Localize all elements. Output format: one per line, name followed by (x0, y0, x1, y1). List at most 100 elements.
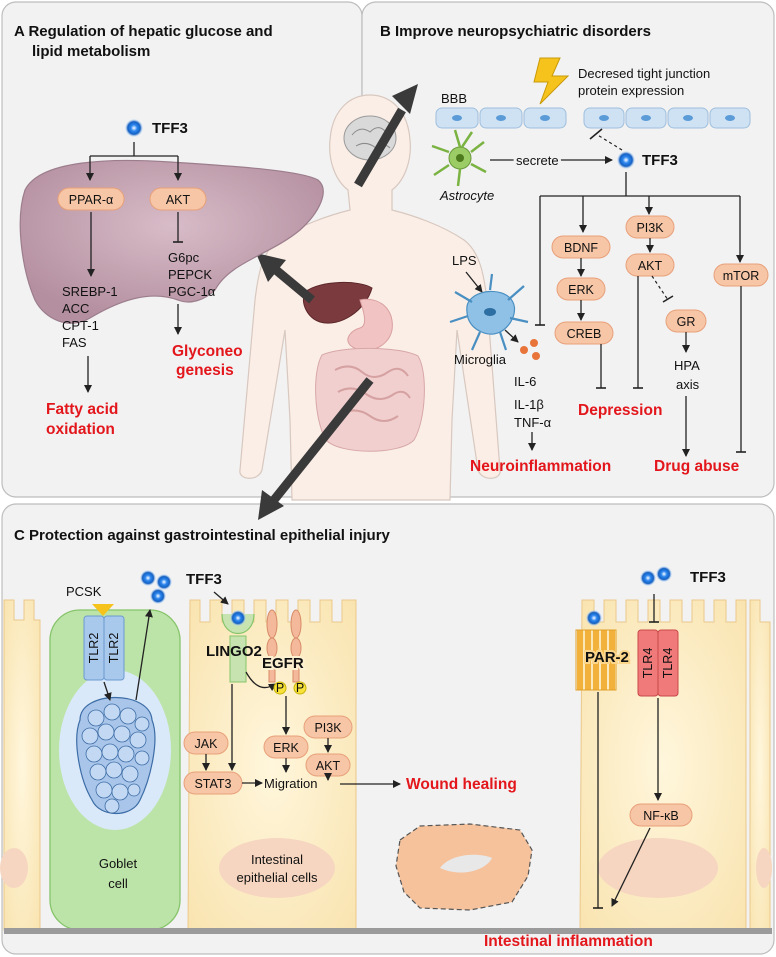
microglia-label: Microglia (454, 352, 507, 367)
panel-c: C Protection against gastrointestinal ep… (0, 527, 772, 950)
stat3-node: STAT3 (183, 771, 243, 795)
nfkb-node: NF-κB (629, 803, 693, 827)
svg-text:CPT-1: CPT-1 (62, 318, 99, 333)
goblet-label-2: cell (108, 876, 128, 891)
svg-text:TLR4: TLR4 (661, 648, 675, 679)
tff3-molecule-icon-b (617, 151, 635, 169)
egfr-receptor: P P (266, 609, 307, 695)
lightning-icon (533, 57, 570, 105)
tff3-right-label: TFF3 (690, 569, 726, 586)
bbb-cells (435, 107, 751, 129)
outcome-intestinal-inflammation: Intestinal inflammation (484, 933, 653, 950)
par2-label: PAR-2 (585, 649, 629, 666)
panel-a-title-line2: lipid metabolism (32, 43, 150, 60)
intestine-icon (315, 347, 425, 452)
cytokine-il1b: IL-1β (514, 397, 544, 412)
goblet-cell: Goblet cell (49, 609, 181, 931)
gr-node: GR (665, 309, 707, 333)
svg-text:FAS: FAS (62, 335, 87, 350)
svg-text:TLR4: TLR4 (641, 648, 655, 679)
svg-text:TLR2: TLR2 (87, 633, 101, 664)
outcome-neuroinflammation: Neuroinflammation (470, 458, 611, 475)
outcome-depression: Depression (578, 402, 662, 419)
cytokine-il6: IL-6 (514, 374, 536, 389)
outcome-fatty-acid-1: Fatty acid (46, 401, 118, 418)
svg-text:ACC: ACC (62, 301, 89, 316)
akt-node-b: AKT (625, 253, 675, 277)
svg-text:TLR2: TLR2 (107, 633, 121, 664)
phospho-badge (273, 681, 287, 695)
creb-node: CREB (554, 321, 614, 345)
outcome-wound-healing: Wound healing (406, 776, 517, 793)
svg-text:PEPCK: PEPCK (168, 267, 212, 282)
tlr2-receptor: TLR2 TLR2 (83, 615, 125, 681)
bdnf-node: BDNF (551, 235, 611, 259)
astrocyte-label: Astrocyte (439, 188, 494, 203)
erk-node-b: ERK (556, 277, 606, 301)
astrocyte-icon (431, 129, 487, 187)
panel-c-title: C Protection against gastrointestinal ep… (14, 527, 391, 544)
svg-text:AKT: AKT (316, 759, 341, 773)
tlr4-receptor: TLR4 TLR4 (637, 629, 679, 697)
hpa-line2: axis (676, 377, 700, 392)
akt-node-c: AKT (305, 753, 351, 777)
erk-node-c: ERK (263, 735, 309, 759)
outcome-gluconeogenesis-1: Glyconeo (172, 343, 243, 360)
pcsk-label: PCSK (66, 584, 102, 599)
tight-junction-line2: protein expression (578, 83, 684, 98)
cytokine-dots (520, 339, 540, 360)
svg-text:G6pc: G6pc (168, 250, 200, 265)
outcome-gluconeogenesis-2: genesis (176, 362, 234, 379)
iec-label-2: epithelial cells (237, 870, 318, 885)
par2-receptor (575, 610, 617, 691)
svg-text:ERK: ERK (273, 741, 299, 755)
lingo2-receptor (221, 610, 255, 683)
outcome-fatty-acid-2: oxidation (46, 421, 115, 438)
svg-text:NF-κB: NF-κB (643, 809, 678, 823)
panel-a-title-line1: A Regulation of hepatic glucose and (14, 23, 273, 40)
tight-junction-line1: Decresed tight junction (578, 66, 710, 81)
tff3-cluster-left (140, 570, 172, 604)
cytokine-tnfa: TNF-α (514, 415, 552, 430)
svg-text:AKT: AKT (638, 259, 663, 273)
microglia-icon (449, 273, 529, 351)
panel-b-tff3-label: TFF3 (642, 152, 678, 169)
phospho-badge (293, 681, 307, 695)
hpa-line1: HPA (674, 358, 700, 373)
outcome-drug-abuse: Drug abuse (654, 458, 740, 475)
basement-membrane (4, 928, 772, 934)
svg-text:ERK: ERK (568, 283, 594, 297)
bbb-label: BBB (441, 91, 467, 106)
akt-node-a: AKT (149, 187, 207, 211)
stomach-icon (347, 298, 393, 351)
goblet-label-1: Goblet (99, 856, 138, 871)
svg-text:PGC-1α: PGC-1α (168, 284, 216, 299)
secrete-label: secrete (516, 153, 559, 168)
svg-text:mTOR: mTOR (723, 269, 760, 283)
svg-text:JAK: JAK (195, 737, 219, 751)
glucose-targets: G6pc PEPCK PGC-1α (168, 250, 216, 299)
mtor-node: mTOR (713, 263, 769, 287)
tff3-cluster-right (640, 566, 672, 586)
svg-text:PI3K: PI3K (636, 221, 664, 235)
panel-a-tff3-label: TFF3 (152, 120, 188, 137)
svg-text:CREB: CREB (567, 327, 602, 341)
ppar-alpha-node: PPAR-α (57, 187, 125, 211)
svg-text:GR: GR (677, 315, 696, 329)
human-liver-icon (303, 281, 373, 324)
svg-text:P: P (296, 681, 304, 695)
svg-text:P: P (276, 681, 284, 695)
svg-text:AKT: AKT (166, 193, 191, 207)
panel-b: B Improve neuropsychiatric disorders BBB… (380, 23, 769, 475)
svg-text:PI3K: PI3K (314, 721, 342, 735)
egfr-label: EGFR (262, 655, 304, 672)
pcsk-triangle-icon (92, 604, 114, 616)
lipid-targets: SREBP-1 ACC CPT-1 FAS (62, 284, 118, 350)
tff3-molecule-icon (125, 119, 143, 137)
pi3k-node-b: PI3K (625, 215, 675, 239)
epithelial-cells (0, 599, 772, 931)
iec-label-1: Intestinal (251, 852, 303, 867)
svg-text:STAT3: STAT3 (194, 777, 231, 791)
